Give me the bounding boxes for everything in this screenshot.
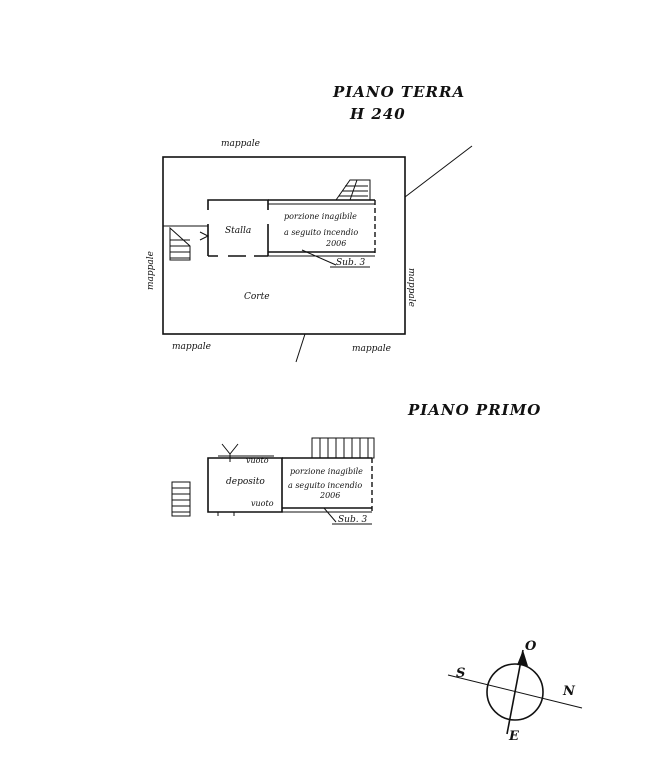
deposito-label: deposito	[226, 477, 265, 487]
first-note-line3: 2006	[319, 491, 340, 500]
compass-n-label: N	[562, 684, 576, 699]
boundary-extension-ne	[404, 145, 473, 198]
ground-note-line3: 2006	[325, 239, 346, 248]
east-neighbor-label: mappale	[406, 268, 416, 307]
first-note-line2: a seguito incendio	[288, 481, 362, 490]
first-sub-label: Sub. 3	[338, 515, 367, 525]
external-staircase-left	[169, 226, 191, 261]
first-note-line1: porzione inagibile	[290, 467, 363, 476]
first-floor-title: PIANO PRIMO	[407, 401, 541, 419]
deposito-bottom-label: vuoto	[251, 499, 274, 508]
external-staircase-upper	[335, 179, 371, 201]
first-floor-staircase-left	[171, 481, 191, 517]
door-arrow-icon	[199, 231, 210, 241]
compass-s-label: S	[456, 666, 465, 681]
ground-note-line1: porzione inagibile	[284, 212, 357, 221]
first-floor-staircase-upper	[311, 437, 375, 459]
deposito-door-marks	[217, 512, 235, 516]
compass-e-label: E	[508, 729, 520, 744]
stalla-wall-top	[207, 199, 269, 210]
yard-label: Corte	[244, 292, 270, 302]
ground-note-line2: a seguito incendio	[284, 228, 358, 237]
south-left-neighbor-label: mappale	[172, 342, 211, 352]
stalla-label: Stalla	[225, 226, 251, 236]
ground-floor-title: PIANO TERRA	[332, 83, 465, 101]
north-neighbor-label: mappale	[221, 139, 260, 149]
ground-floor-height-note: H 240	[349, 105, 406, 123]
ground-sub-label: Sub. 3	[336, 258, 365, 268]
south-right-neighbor-label: mappale	[352, 344, 391, 354]
compass-o-label: O	[525, 639, 537, 654]
property-boundary	[162, 156, 406, 335]
boundary-extension-s	[295, 333, 306, 363]
down-arrow-icon	[221, 443, 239, 462]
west-neighbor-label: mappale	[146, 251, 156, 290]
compass-rose-icon	[447, 649, 583, 735]
first-sub-leader-line	[323, 507, 337, 523]
deposito-top-label: vuoto	[246, 456, 269, 465]
ground-sub-leader-line	[301, 249, 337, 266]
